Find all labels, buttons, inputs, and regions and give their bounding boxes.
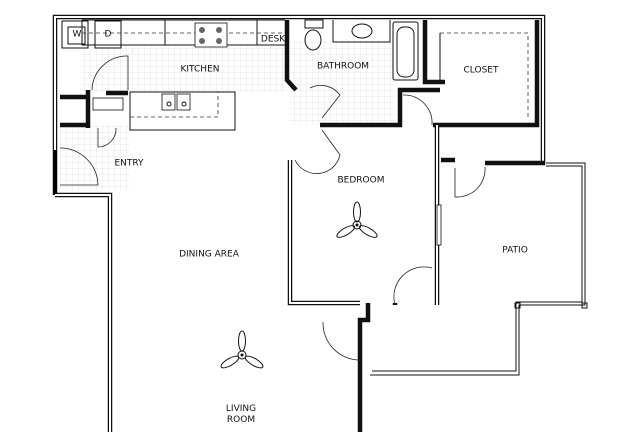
ceiling-fan-icon xyxy=(220,330,264,369)
bedroom-label: BEDROOM xyxy=(337,175,385,186)
closet-label: CLOSET xyxy=(463,65,499,76)
entry-label: ENTRY xyxy=(114,158,144,169)
ceiling-fan-icon xyxy=(336,201,378,238)
patio-railing xyxy=(370,162,588,376)
dining-area-label: DINING AREA xyxy=(179,249,239,260)
desk-label: DESK xyxy=(260,34,286,45)
bathroom-label: BATHROOM xyxy=(316,61,370,72)
washer-label: W xyxy=(72,29,82,40)
living-room-label: LIVING ROOM xyxy=(226,404,256,426)
dryer-label: D xyxy=(104,29,112,40)
living-room-label-line2: ROOM xyxy=(226,415,256,425)
laundry xyxy=(61,20,122,49)
living-room-label-line1: LIVING xyxy=(225,404,257,414)
patio-label: PATIO xyxy=(502,245,528,256)
doors xyxy=(59,55,486,361)
tile-floor xyxy=(60,40,395,190)
kitchen-counters xyxy=(81,19,285,131)
bathroom-fixtures xyxy=(304,19,529,120)
kitchen-label: KITCHEN xyxy=(180,64,220,75)
